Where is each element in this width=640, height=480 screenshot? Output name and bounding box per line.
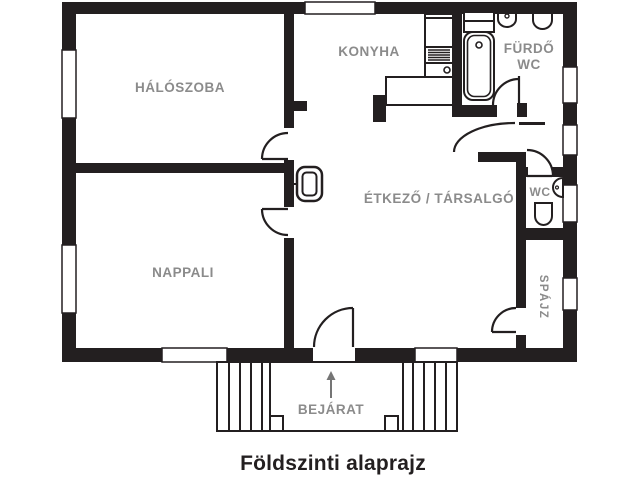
window-nappali — [61, 244, 77, 314]
bathtub-icon — [463, 31, 495, 101]
window-nappali-south — [161, 347, 228, 363]
exterior-walls — [62, 2, 577, 362]
room-label-furdo-line2: WC — [517, 57, 541, 72]
doors — [260, 76, 555, 348]
interior-walls — [76, 14, 563, 348]
room-label-etkezo-tarsalgo: ÉTKEZŐ / TÁRSALGÓ — [363, 191, 515, 206]
windows — [61, 1, 578, 363]
door-hall — [452, 121, 516, 153]
stove-icon — [428, 49, 450, 61]
plan-title: Földszinti alaprajz — [240, 452, 426, 475]
window-furdo — [562, 66, 578, 104]
window-hall — [562, 124, 578, 156]
room-label-furdo-line1: FÜRDŐ — [503, 41, 555, 56]
window-konyha — [304, 1, 376, 15]
room-label-wc: WC — [529, 185, 551, 199]
room-label-furdo-wc: FÜRDŐ WC — [469, 41, 589, 73]
heater-icon — [294, 165, 324, 203]
door-furdo — [491, 76, 521, 106]
door-entrance — [312, 306, 355, 348]
bath-cabinet-icon — [463, 11, 495, 33]
room-label-haloszoba: HÁLÓSZOBA — [135, 80, 225, 95]
door-wc — [526, 148, 555, 178]
door-spajz — [490, 306, 517, 334]
wc-washbasin-icon — [551, 176, 564, 199]
window-wc — [562, 184, 578, 223]
bath-washbasin-icon — [497, 12, 517, 28]
door-haloszoba — [260, 131, 289, 161]
kitchen-counter-icon — [385, 13, 454, 106]
door-nappali — [260, 207, 289, 237]
window-etkezo-south — [414, 347, 458, 363]
entry-stairs-icon — [216, 361, 458, 432]
wc-fixtures — [534, 176, 564, 226]
bath-toilet-icon — [532, 12, 553, 30]
window-spajz — [562, 277, 578, 311]
room-label-konyha: KONYHA — [338, 44, 400, 59]
entrance-label: BEJÁRAT — [297, 402, 365, 417]
bathroom-fixtures — [463, 11, 553, 101]
up-arrow-icon — [326, 371, 336, 398]
room-label-nappali: NAPPALI — [152, 265, 214, 280]
kitchen-sink-icon — [443, 66, 451, 74]
room-label-spajz: SPÁJZ — [537, 274, 549, 320]
window-haloszoba — [61, 49, 77, 119]
wc-toilet-icon — [534, 202, 553, 226]
